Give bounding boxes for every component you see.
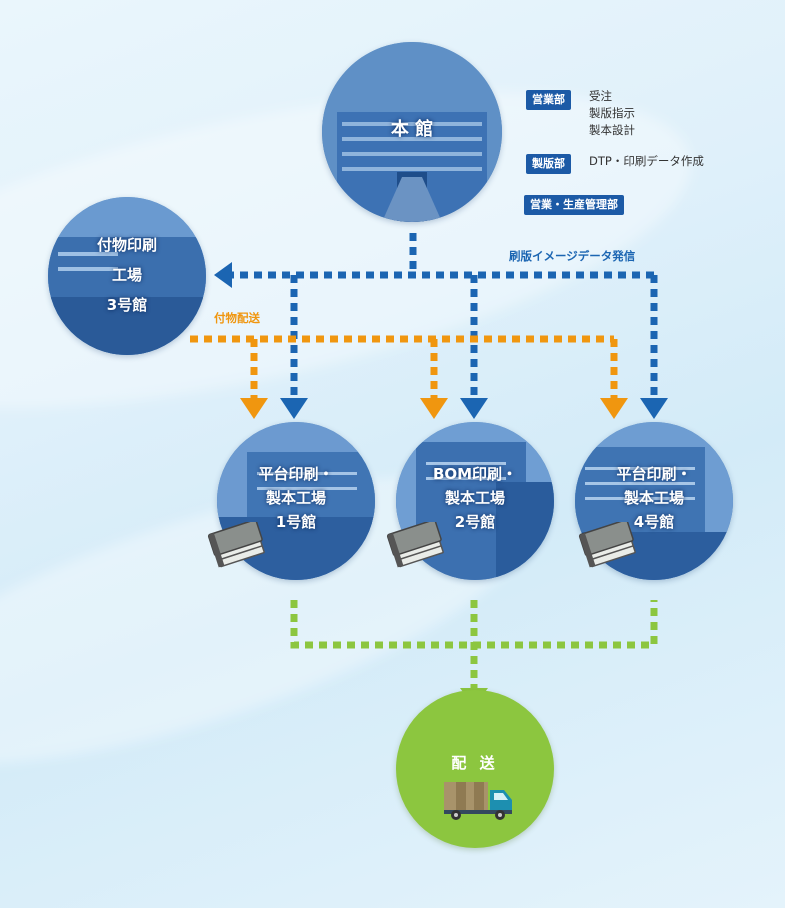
arrowhead-down xyxy=(420,398,448,419)
dept-prepress-tasks: DTP・印刷データ作成 xyxy=(589,153,704,170)
building-photo xyxy=(396,422,554,580)
arrowhead-down xyxy=(240,398,268,419)
building-photo xyxy=(48,197,206,355)
dept-badge-prepress: 製版部 xyxy=(526,154,571,174)
label-line: 4号館 xyxy=(633,513,675,531)
task-text: 製版指示 xyxy=(589,106,635,120)
building-photo xyxy=(322,42,502,222)
plate-data-label: 刷版イメージデータ発信 xyxy=(509,249,636,263)
label-line: 製本工場 xyxy=(444,489,505,507)
arrowhead-left xyxy=(214,262,232,288)
arrowhead-down xyxy=(460,398,488,419)
delivery-label: 配 送 xyxy=(451,754,499,772)
label-line: 平台印刷・ xyxy=(616,465,692,483)
arrowhead-down xyxy=(600,398,628,419)
label-line: BOM印刷・ xyxy=(432,465,518,483)
book-stack-icon xyxy=(207,522,265,568)
task-text: DTP・印刷データ作成 xyxy=(589,154,704,168)
accessory-delivery-label: 付物配送 xyxy=(214,311,260,325)
factory1-label: 平台印刷・ 製本工場 1号館 xyxy=(217,462,375,534)
honkan-node: 本 館 xyxy=(322,42,502,222)
label-line: 平台印刷・ xyxy=(258,465,334,483)
factory3-label: 付物印刷 工場 3号館 xyxy=(48,233,206,317)
book-stack-icon xyxy=(386,522,444,568)
label-line: 工場 xyxy=(111,266,142,284)
factory3-node: 付物印刷 工場 3号館 xyxy=(48,197,206,355)
label-line: 本 館 xyxy=(390,119,434,140)
delivery-node: 配 送 xyxy=(396,690,554,848)
book-stack-icon xyxy=(578,522,636,568)
honkan-label: 本 館 xyxy=(322,118,502,142)
task-text: 受注 xyxy=(589,89,612,103)
arrowhead-down xyxy=(640,398,668,419)
building-photo xyxy=(217,422,375,580)
label-line: 製本工場 xyxy=(265,489,326,507)
factory2-node: BOM印刷・ 製本工場 2号館 xyxy=(396,422,554,580)
dept-badge-production: 営業・生産管理部 xyxy=(524,195,624,215)
label-line: 3号館 xyxy=(106,296,148,314)
factory1-node: 平台印刷・ 製本工場 1号館 xyxy=(217,422,375,580)
arrowhead-down xyxy=(280,398,308,419)
task-text: 製本設計 xyxy=(589,123,635,137)
label-line: 2号館 xyxy=(454,513,496,531)
factory4-label: 平台印刷・ 製本工場 4号館 xyxy=(575,462,733,534)
label-line: 製本工場 xyxy=(623,489,684,507)
dept-badge-sales: 営業部 xyxy=(526,90,571,110)
delivery-truck-icon xyxy=(444,782,512,820)
label-line: 1号館 xyxy=(275,513,317,531)
label-line: 付物印刷 xyxy=(96,236,157,254)
factory2-label: BOM印刷・ 製本工場 2号館 xyxy=(396,462,554,534)
dept-sales-tasks: 受注 製版指示 製本設計 xyxy=(589,88,635,139)
